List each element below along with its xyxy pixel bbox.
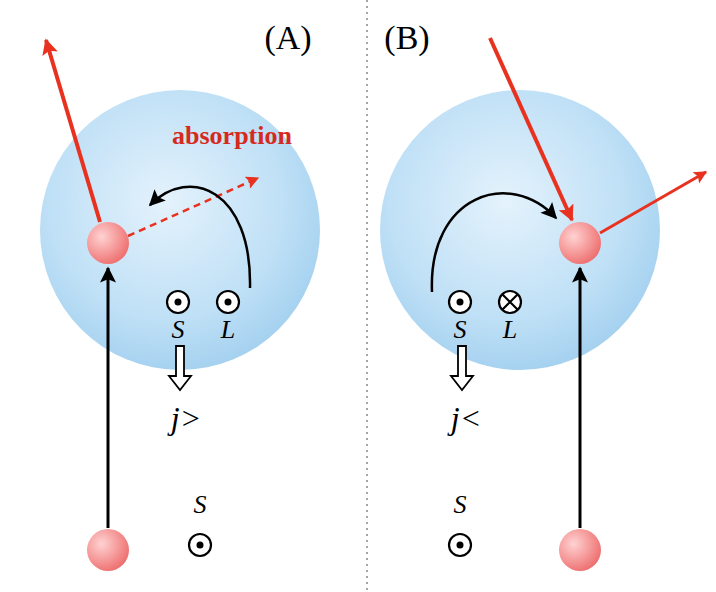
vector-label: L	[221, 317, 235, 343]
nucleon-ball	[87, 222, 129, 264]
into-page-symbol	[499, 291, 521, 313]
sphere-outline	[380, 90, 660, 370]
hollow-arrow	[451, 346, 473, 390]
angular-momentum-label: j>	[171, 402, 201, 434]
out-of-page-symbol	[449, 534, 471, 556]
vector-label: L	[503, 317, 517, 343]
process-label: absorption	[172, 123, 292, 149]
nucleus-sphere: SL	[380, 90, 660, 370]
vector-label: S	[454, 317, 467, 343]
panel-label: (B)	[384, 21, 429, 55]
out-of-page-symbol	[449, 291, 471, 313]
nucleon-ball	[559, 222, 601, 264]
spin-label: S	[194, 492, 207, 518]
incoming-arrow	[579, 268, 582, 528]
absorbed-arrow	[128, 178, 258, 236]
angular-momentum-label: j<	[451, 402, 481, 434]
out-of-page-symbol	[189, 534, 211, 556]
outgoing-arrow	[46, 40, 100, 222]
orbital-arrow	[150, 187, 250, 288]
nucleon-ball	[559, 529, 601, 571]
incoming-arrow	[107, 268, 110, 528]
out-of-page-symbol	[167, 291, 189, 313]
hollow-arrow	[169, 346, 191, 390]
outgoing-arrow	[600, 172, 706, 233]
spin-label: S	[454, 492, 467, 518]
incoming-red-arrow	[490, 38, 572, 220]
panel-label: (A)	[264, 21, 311, 55]
out-of-page-symbol	[217, 291, 239, 313]
vector-label: S	[172, 317, 185, 343]
nucleus-circle	[380, 90, 660, 370]
nucleus-circle	[40, 90, 320, 370]
nucleon-ball	[87, 529, 129, 571]
orbital-arrow	[432, 193, 556, 292]
divider-line	[366, 0, 368, 592]
